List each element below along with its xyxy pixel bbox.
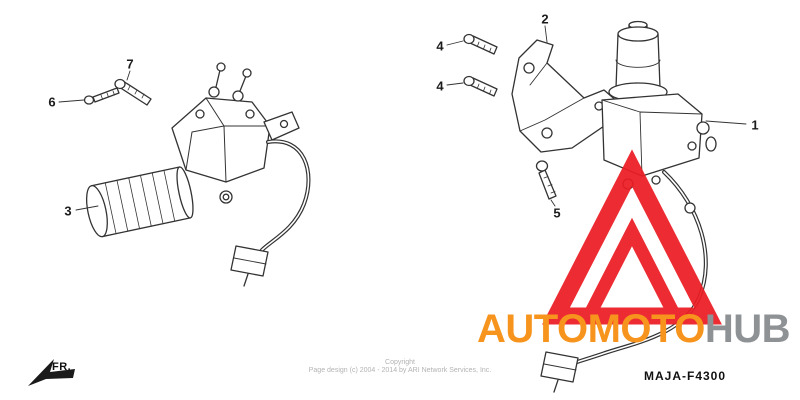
callout-5: 5: [553, 205, 561, 221]
copyright-line-1: Copyright: [385, 359, 415, 366]
left-motor-drawing: [85, 166, 194, 238]
callout-6: 6: [48, 94, 56, 110]
right-motor-drawing: [601, 20, 717, 190]
bolt-7-icon: [114, 78, 152, 106]
copyright-note: Copyright Page design (c) 2004 - 2014 by…: [295, 359, 505, 375]
callout-1: 1: [751, 117, 759, 133]
brand-name-secondary: HUB: [704, 307, 791, 351]
right-connector-drawing: [540, 351, 579, 393]
brand-name-primary: AUTOMOTO: [477, 307, 705, 351]
callout-3: 3: [64, 203, 72, 219]
left-assembly-drawing: [58, 62, 311, 287]
left-connector-drawing: [230, 245, 269, 287]
fr-direction-arrow: [28, 359, 75, 386]
diagram-part-code: MAJA-F4300: [644, 369, 727, 383]
fr-label: FR.: [52, 361, 72, 373]
callout-2: 2: [541, 11, 549, 27]
automotohub-wordmark: AUTOMOTOHUB: [477, 307, 791, 352]
bolt-4b-icon: [463, 75, 498, 97]
automotohub-triangle-logo: [542, 149, 722, 325]
callout-4a: 4: [436, 38, 444, 54]
bolt-5-icon: [535, 160, 557, 200]
callout-7: 7: [126, 56, 134, 72]
copyright-line-2: Page design (c) 2004 - 2014 by ARI Netwo…: [308, 367, 492, 374]
bolt-6-icon: [83, 87, 120, 105]
bolt-4a-icon: [463, 33, 498, 55]
callout-4b: 4: [436, 78, 444, 94]
